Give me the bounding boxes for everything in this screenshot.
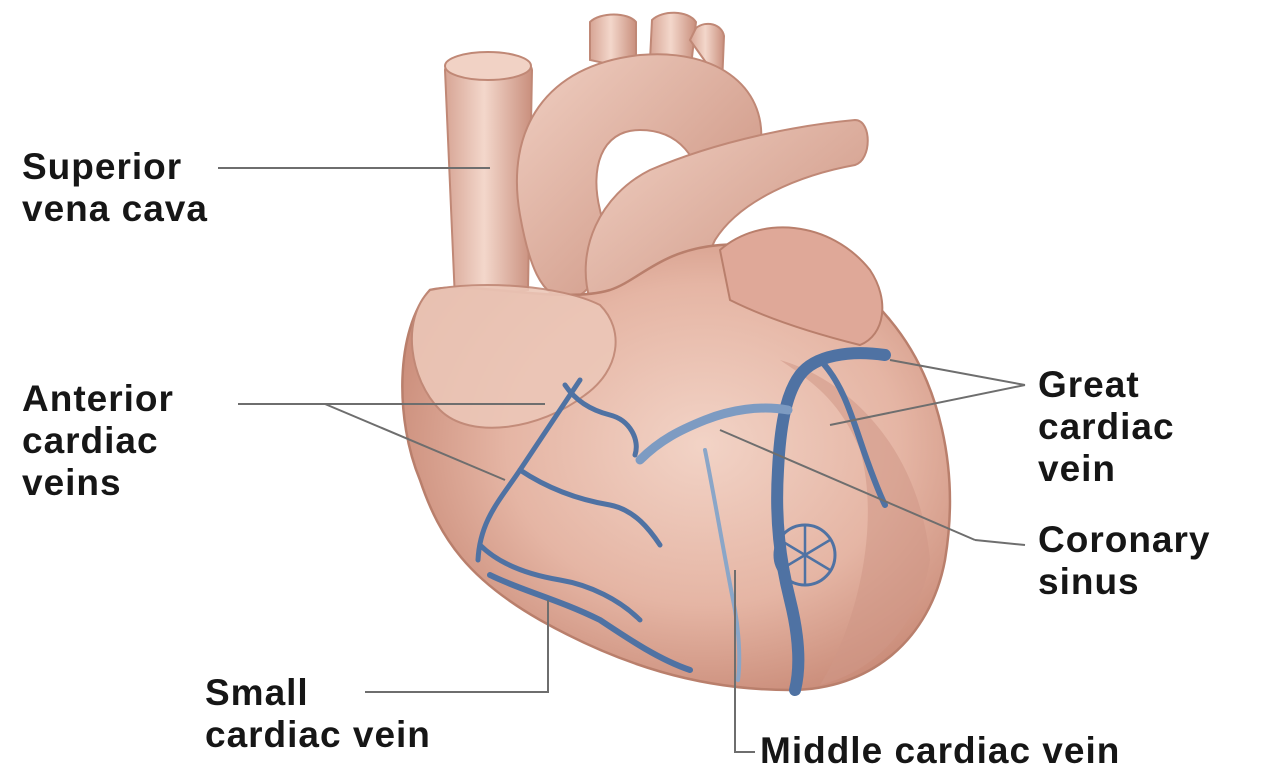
label-great-cardiac-vein: Great cardiac vein xyxy=(1038,364,1175,490)
label-coronary-sinus: Coronary sinus xyxy=(1038,519,1210,603)
label-superior-vena-cava-line2: vena cava xyxy=(22,188,208,230)
label-superior-vena-cava-line1: Superior xyxy=(22,146,208,188)
leader-coronary-sinus xyxy=(975,540,1025,545)
label-great-cardiac-vein-line2: cardiac xyxy=(1038,406,1175,448)
label-great-cardiac-vein-line3: vein xyxy=(1038,448,1175,490)
label-small-cardiac-vein-line1: Small xyxy=(205,672,431,714)
label-great-cardiac-vein-line1: Great xyxy=(1038,364,1175,406)
label-anterior-cardiac-veins-line2: cardiac xyxy=(22,420,174,462)
label-anterior-cardiac-veins-line3: veins xyxy=(22,462,174,504)
label-small-cardiac-vein-line2: cardiac vein xyxy=(205,714,431,756)
label-anterior-cardiac-veins-line1: Anterior xyxy=(22,378,174,420)
label-coronary-sinus-line2: sinus xyxy=(1038,561,1210,603)
label-middle-cardiac-vein: Middle cardiac vein xyxy=(760,730,1120,772)
label-coronary-sinus-line1: Coronary xyxy=(1038,519,1210,561)
label-superior-vena-cava: Superior vena cava xyxy=(22,146,208,230)
label-anterior-cardiac-veins: Anterior cardiac veins xyxy=(22,378,174,504)
label-middle-cardiac-vein-line1: Middle cardiac vein xyxy=(760,730,1120,772)
label-small-cardiac-vein: Small cardiac vein xyxy=(205,672,431,756)
